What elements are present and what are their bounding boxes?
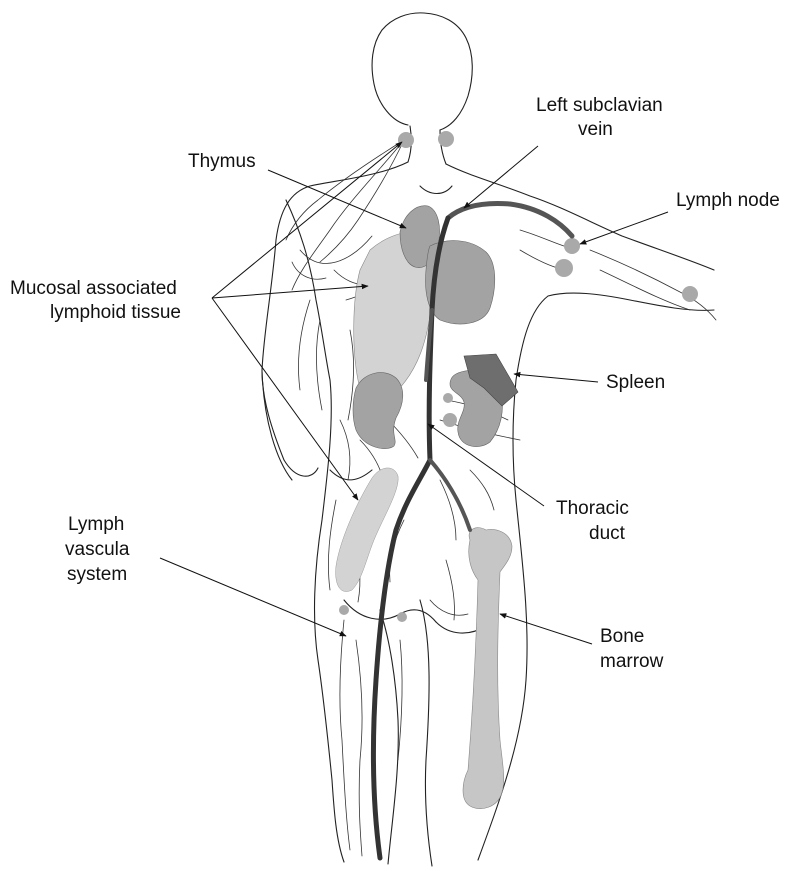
thymus-label: Thymus	[188, 151, 256, 172]
lymph-node-groin-right	[397, 612, 407, 622]
left-kidney-shape	[353, 373, 403, 449]
lymph-node-neck-right	[438, 131, 454, 147]
mucosal-label-line1: Mucosal associated	[10, 278, 177, 299]
lymph-vascular-label-line2: vascula	[65, 539, 130, 560]
lymph-node-neck-left	[398, 132, 414, 148]
bone-shape	[463, 528, 512, 809]
subclavian-pointer	[464, 146, 538, 208]
mucosal-label-line2: lymphoid tissue	[50, 302, 181, 323]
mucosal-pointer-2	[212, 286, 368, 298]
lymph-node-pointer	[580, 212, 668, 244]
lymph-vascular-pointer	[160, 558, 346, 636]
bone-marrow-pointer	[500, 614, 592, 644]
lymph-node-elbow	[682, 286, 698, 302]
bone-marrow-label-line1: Bone	[600, 626, 644, 647]
spleen-label: Spleen	[606, 372, 665, 393]
lymph-node-abdomen-1	[443, 393, 453, 403]
spleen-pointer	[514, 374, 598, 382]
lymph-node-axilla-2	[555, 259, 573, 277]
lymph-vascular-label-line1: Lymph	[68, 514, 124, 535]
thoracic-duct-label-line1: Thoracic	[556, 498, 629, 519]
bone-marrow-label-line2: marrow	[600, 651, 664, 672]
lymph-node-axilla-1	[564, 238, 580, 254]
left-subclavian-label-line1: Left subclavian	[536, 95, 663, 116]
thoracic-duct-label-line2: duct	[589, 523, 626, 544]
lymph-node-label: Lymph node	[676, 190, 780, 211]
lymph-node-groin-left	[339, 605, 349, 615]
left-subclavian-label-line2: vein	[578, 119, 613, 140]
thymus-pointer	[268, 170, 406, 228]
lymph-vascular-label-line3: system	[67, 564, 127, 585]
lymph-node-abdomen-2	[443, 413, 457, 427]
